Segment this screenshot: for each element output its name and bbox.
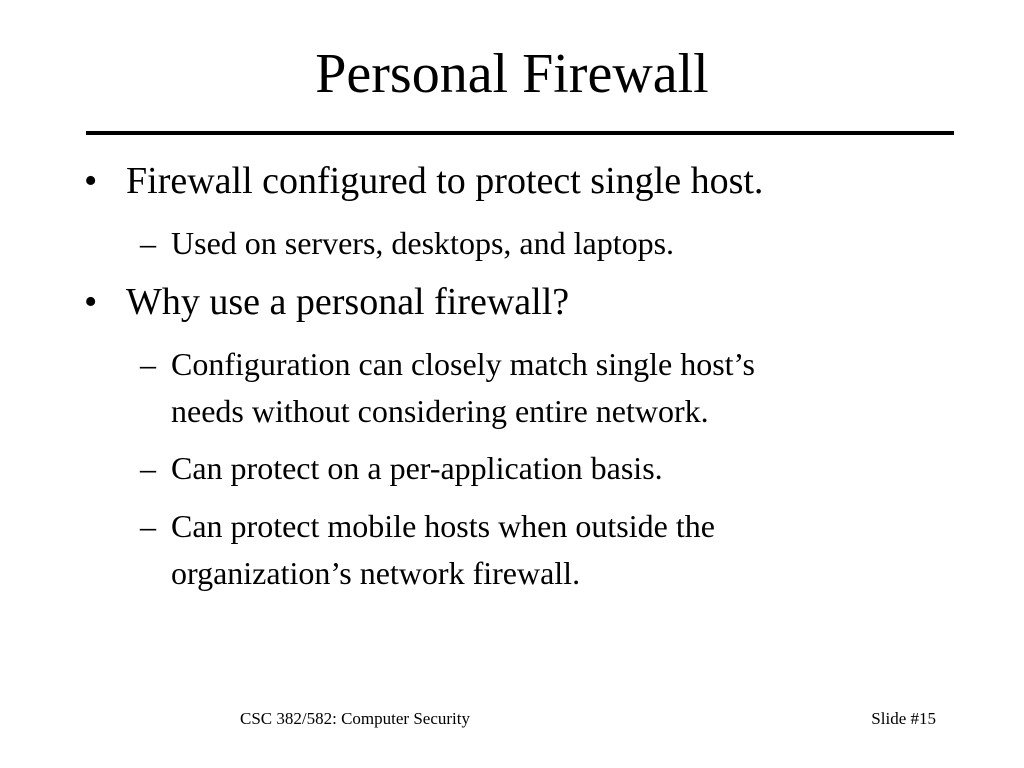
bullet-text: Why use a personal firewall? (126, 281, 570, 323)
slide-title: Personal Firewall (315, 43, 709, 105)
dash-marker: – (140, 225, 156, 261)
sub-point-text: Used on servers, desktops, and laptops. (171, 225, 675, 261)
bullet-text: Firewall configured to protect single ho… (126, 160, 764, 202)
dash-marker: – (140, 508, 156, 544)
footer-slide-number: Slide #15 (871, 709, 936, 728)
sub-point-text: Configuration can closely match single h… (171, 346, 755, 382)
dash-marker: – (140, 450, 156, 486)
sub-point-text: Can protect mobile hosts when outside th… (171, 508, 715, 544)
dash-marker: – (140, 346, 156, 382)
sub-point-text: needs without considering entire network… (171, 393, 709, 429)
sub-point-text: Can protect on a per-application basis. (171, 450, 663, 486)
title-underline (86, 131, 954, 135)
footer-course: CSC 382/582: Computer Security (240, 709, 470, 728)
bullet-marker: • (84, 281, 98, 323)
sub-point-text: organization’s network firewall. (171, 555, 581, 591)
bullet-marker: • (84, 160, 98, 202)
